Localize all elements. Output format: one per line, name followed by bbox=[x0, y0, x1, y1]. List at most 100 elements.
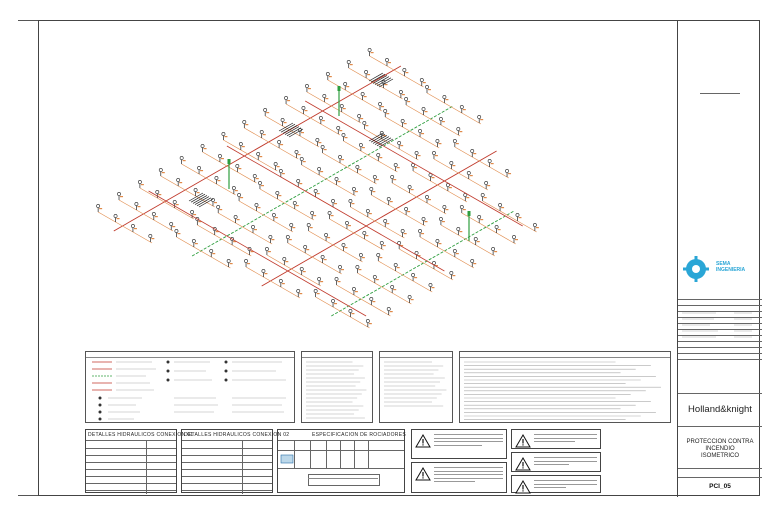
pipe-segment bbox=[371, 194, 426, 227]
sprinkler-head bbox=[358, 143, 365, 151]
sprinkler-head bbox=[296, 179, 303, 187]
sprinkler-head bbox=[369, 187, 376, 195]
sprinkler-head bbox=[346, 60, 353, 68]
sprinkler-head bbox=[379, 241, 386, 249]
sprinkler-head bbox=[275, 191, 282, 199]
sprinkler-head bbox=[459, 205, 466, 213]
sprinkler-head bbox=[113, 214, 120, 222]
revision-table-lines bbox=[682, 312, 752, 338]
sprinkler-head bbox=[251, 225, 257, 233]
sprinkler-head bbox=[421, 107, 428, 115]
warning-note-1 bbox=[411, 429, 507, 459]
pipe-segment bbox=[181, 163, 236, 196]
sprinkler-head bbox=[352, 287, 358, 295]
sprinkler-head bbox=[418, 229, 425, 237]
pipe-segment bbox=[315, 296, 370, 329]
pipe-segment bbox=[364, 128, 419, 161]
sprinkler-head bbox=[494, 225, 501, 233]
sprinkler-head bbox=[179, 156, 186, 164]
sprinkler-head bbox=[456, 127, 463, 135]
sprinkler-head bbox=[397, 141, 404, 149]
sprinkler-head bbox=[449, 271, 456, 279]
sprinkler-head bbox=[282, 257, 289, 265]
riser-valve bbox=[337, 86, 341, 91]
warning-triangle-icon bbox=[515, 434, 531, 448]
sprinkler-head bbox=[390, 175, 397, 183]
sprinkler-head bbox=[231, 186, 238, 194]
sprinkler-head bbox=[512, 235, 518, 243]
pipe-segment bbox=[433, 158, 489, 191]
sprinkler-head bbox=[456, 227, 463, 235]
hydraulic-details-table-01: DETALLES HIDRAULICOS CONEXION 01 bbox=[85, 429, 193, 494]
sprinkler-head bbox=[515, 213, 522, 221]
legend-panel-title bbox=[86, 352, 294, 358]
pipe-segment bbox=[305, 100, 523, 227]
sprinkler-head bbox=[449, 161, 456, 169]
installation-notes-panel bbox=[459, 351, 671, 423]
sprinkler-head bbox=[278, 279, 285, 287]
sprinkler-head bbox=[442, 205, 449, 213]
sprinkler-head bbox=[428, 173, 435, 181]
sprinkler-head bbox=[313, 189, 320, 197]
sprinkler-head bbox=[459, 105, 466, 113]
sprinkler-head bbox=[480, 193, 487, 201]
sprinkler-head bbox=[355, 165, 362, 173]
sprinkler-head bbox=[158, 168, 165, 176]
sprinkler-head bbox=[425, 195, 431, 203]
pipe-segment bbox=[301, 164, 356, 197]
sprinkler-head bbox=[313, 289, 320, 297]
sprinkler-head bbox=[285, 235, 292, 243]
sprinkler-head bbox=[386, 307, 393, 315]
sprinkler-head bbox=[193, 188, 200, 196]
pipe-segment bbox=[419, 236, 475, 269]
sprinkler-head bbox=[414, 151, 421, 159]
sprinkler-head bbox=[338, 265, 344, 273]
company-logo-icon bbox=[683, 256, 709, 282]
sprinkler-head bbox=[477, 115, 484, 123]
sprinkler-head bbox=[338, 155, 344, 163]
pipe-segment bbox=[113, 65, 402, 232]
pipe-segment bbox=[218, 212, 273, 245]
sprinkler-head bbox=[317, 167, 324, 175]
pipe-segment bbox=[331, 210, 515, 317]
sprinkler-head bbox=[237, 193, 244, 201]
pipe-segment bbox=[369, 55, 424, 88]
general-notes-title bbox=[302, 352, 372, 358]
sprinkler-head bbox=[400, 119, 407, 127]
sprinkler-head bbox=[345, 221, 351, 229]
sprinkler-head bbox=[294, 150, 301, 158]
sprinkler-head bbox=[284, 96, 291, 104]
pipe-segment bbox=[308, 230, 363, 263]
warning-note-3 bbox=[511, 429, 601, 449]
title-block: SEMA INGENIERIA Holland&knight PROTECCIO bbox=[677, 21, 762, 497]
sprinkler-head bbox=[390, 285, 397, 293]
sprinkler-head bbox=[365, 319, 372, 327]
pipe-segment bbox=[266, 254, 322, 287]
specification-notes-panel bbox=[379, 351, 453, 423]
sprinkler-head bbox=[435, 139, 442, 147]
sprinkler-head bbox=[265, 247, 271, 255]
pipe-segment bbox=[385, 116, 440, 149]
pipe-segment bbox=[426, 92, 482, 125]
warning-triangle-icon bbox=[415, 467, 431, 481]
sprinkler-head bbox=[263, 108, 270, 116]
project-title: PROTECCION CONTRA INCENDIO ISOMETRICO bbox=[686, 439, 754, 459]
sprinkler-head bbox=[425, 85, 431, 93]
sprinkler-head bbox=[378, 102, 385, 110]
sprinkler-head bbox=[360, 92, 367, 100]
sprinkler-head bbox=[131, 224, 137, 232]
sprinkler-head bbox=[117, 192, 124, 200]
sprinkler-head bbox=[256, 152, 263, 160]
sprinkler-head bbox=[452, 249, 459, 257]
pipe-segment bbox=[223, 139, 278, 172]
sprinkler-head bbox=[383, 219, 390, 227]
pipe-segment bbox=[285, 103, 341, 136]
sprinkler-head bbox=[442, 95, 449, 103]
sprinkler-head bbox=[296, 289, 303, 297]
sprinkler-head bbox=[376, 153, 383, 161]
sprinkler-head bbox=[357, 114, 364, 122]
sprinkler-head bbox=[258, 181, 264, 189]
installation-notes-title bbox=[460, 352, 670, 358]
sprinkler-head bbox=[418, 129, 425, 137]
legend-symbols bbox=[92, 360, 286, 421]
